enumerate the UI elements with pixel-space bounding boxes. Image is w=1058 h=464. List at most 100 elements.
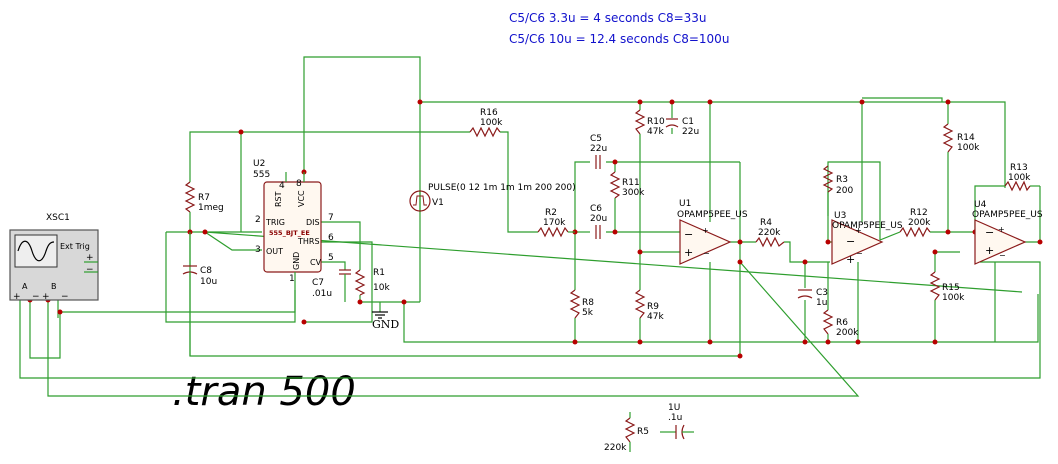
svg-text:+: + xyxy=(846,253,855,266)
opamp-u1[interactable]: − + + − U1 OPAMP5PEE_US xyxy=(677,199,748,265)
svg-text:OUT: OUT xyxy=(266,247,283,256)
svg-text:R2: R2 xyxy=(545,208,557,218)
opamp-u3[interactable]: − + + − U3 OPAMP5PEE_US xyxy=(831,211,903,266)
svg-text:.1u: .1u xyxy=(668,413,682,423)
svg-text:47k: 47k xyxy=(647,127,664,137)
capacitor-c6[interactable]: C6 20u xyxy=(590,204,607,239)
svg-text:R5: R5 xyxy=(637,427,649,437)
capacitor-1u[interactable]: 1U .1u xyxy=(660,403,694,440)
svg-text:U3: U3 xyxy=(834,211,846,221)
svg-text:10k: 10k xyxy=(373,283,390,293)
svg-text:20u: 20u xyxy=(590,214,607,224)
capacitor-c7[interactable]: C7 .01u xyxy=(312,269,351,302)
svg-text:1u: 1u xyxy=(816,298,827,308)
svg-text:8: 8 xyxy=(296,179,302,189)
resistor-r10[interactable]: R10 47k xyxy=(634,109,665,137)
resistor-r4[interactable]: R4 220k xyxy=(755,218,785,248)
svg-text:+: + xyxy=(855,226,862,235)
svg-text:−: − xyxy=(856,249,863,258)
svg-text:−: − xyxy=(703,249,710,258)
resistor-r15[interactable]: R15 100k xyxy=(929,271,965,303)
ground-symbol: GND xyxy=(372,311,399,331)
svg-text:+: + xyxy=(86,253,94,263)
svg-text:U4: U4 xyxy=(974,200,987,210)
pulse-source-v1[interactable]: V1 PULSE(0 12 1m 1m 1m 200 200) xyxy=(409,183,576,212)
oscilloscope-xsc1[interactable]: XSC1 Ext Trig + − A B + − + − xyxy=(9,213,99,302)
scope-ref: XSC1 xyxy=(46,213,70,223)
svg-text:CV: CV xyxy=(310,258,322,267)
svg-text:3: 3 xyxy=(255,245,261,255)
svg-text:C7: C7 xyxy=(312,278,324,288)
resistor-r1[interactable]: R1 10k xyxy=(354,268,390,296)
resistor-r7[interactable]: R7 1meg xyxy=(184,181,224,213)
svg-text:−: − xyxy=(985,226,994,239)
scope-channel-b: B xyxy=(51,282,57,291)
svg-text:R13: R13 xyxy=(1010,163,1028,173)
resistor-r5[interactable]: R5 220k xyxy=(604,412,649,453)
resistor-r16[interactable]: R16 100k xyxy=(469,108,503,138)
svg-text:−: − xyxy=(32,292,40,302)
capacitor-c3[interactable]: C3 1u xyxy=(797,288,828,308)
svg-text:V1: V1 xyxy=(432,198,444,208)
svg-text:OPAMP5PEE_US: OPAMP5PEE_US xyxy=(972,210,1043,220)
svg-text:R12: R12 xyxy=(910,208,928,218)
svg-text:VCC: VCC xyxy=(297,190,306,207)
svg-text:R14: R14 xyxy=(957,133,975,143)
resistor-r9[interactable]: R9 47k xyxy=(634,289,664,322)
svg-text:OPAMP5PEE_US: OPAMP5PEE_US xyxy=(832,221,903,231)
svg-text:1: 1 xyxy=(289,274,295,284)
note-line-2: C5/C6 10u = 12.4 seconds C8=100u xyxy=(509,32,729,46)
svg-text:22u: 22u xyxy=(682,127,699,137)
svg-text:+: + xyxy=(42,292,50,302)
resistor-r14[interactable]: R14 100k xyxy=(942,123,980,153)
capacitor-c5[interactable]: C5 22u xyxy=(590,134,607,169)
svg-text:−: − xyxy=(846,235,855,248)
svg-text:RST: RST xyxy=(274,191,283,207)
opamp-u4[interactable]: − + + − U4 OPAMP5PEE_US xyxy=(972,200,1043,265)
svg-text:1U: 1U xyxy=(668,403,680,413)
capacitor-c1[interactable]: C1 22u xyxy=(665,117,699,137)
svg-text:−: − xyxy=(86,265,94,275)
svg-text:.01u: .01u xyxy=(312,289,332,299)
svg-text:GND: GND xyxy=(292,252,301,270)
svg-text:−: − xyxy=(999,251,1006,260)
scope-channel-a: A xyxy=(22,282,28,291)
svg-text:OPAMP5PEE_US: OPAMP5PEE_US xyxy=(677,210,748,220)
svg-text:6: 6 xyxy=(328,233,334,243)
svg-text:7: 7 xyxy=(328,213,334,223)
svg-text:C8: C8 xyxy=(200,266,212,276)
svg-text:R10: R10 xyxy=(647,117,665,127)
svg-text:5k: 5k xyxy=(582,308,594,318)
svg-text:R16: R16 xyxy=(480,108,498,118)
svg-text:555_BJT_EE: 555_BJT_EE xyxy=(269,229,310,237)
resistor-r6[interactable]: R6 200k xyxy=(822,309,859,338)
resistor-r2[interactable]: R2 170k xyxy=(537,208,575,238)
svg-text:R8: R8 xyxy=(582,298,594,308)
svg-text:2: 2 xyxy=(255,215,261,225)
svg-text:220k: 220k xyxy=(604,443,627,453)
capacitor-c8[interactable]: C8 10u xyxy=(182,232,217,287)
svg-text:5: 5 xyxy=(328,253,334,263)
svg-text:100k: 100k xyxy=(480,118,503,128)
svg-text:+: + xyxy=(702,226,709,235)
resistor-r13[interactable]: R13 100k xyxy=(1004,163,1031,192)
resistor-r8[interactable]: R8 5k xyxy=(569,289,594,319)
svg-text:R3: R3 xyxy=(836,175,848,185)
ground-label: GND xyxy=(372,318,399,331)
svg-text:C1: C1 xyxy=(682,117,694,127)
resistor-r12[interactable]: R12 200k xyxy=(899,208,931,238)
svg-text:PULSE(0 12 1m 1m 1m 200 200): PULSE(0 12 1m 1m 1m 200 200) xyxy=(428,183,576,193)
resistor-r3[interactable]: R3 200 xyxy=(822,165,853,196)
svg-text:R15: R15 xyxy=(942,283,960,293)
svg-text:1meg: 1meg xyxy=(198,203,224,213)
svg-text:R9: R9 xyxy=(647,302,659,312)
svg-text:170k: 170k xyxy=(543,218,566,228)
resistor-r11[interactable]: R11 300k xyxy=(609,171,645,199)
timer-u2[interactable]: U2 555 555_BJT_EE RST VCC TRIG OUT DIS T… xyxy=(253,159,334,285)
note-line-1: C5/C6 3.3u = 4 seconds C8=33u xyxy=(509,11,707,25)
svg-text:−: − xyxy=(61,292,69,302)
tran-directive[interactable]: .tran 500 xyxy=(172,369,356,415)
svg-text:22u: 22u xyxy=(590,144,607,154)
svg-text:C6: C6 xyxy=(590,204,602,214)
